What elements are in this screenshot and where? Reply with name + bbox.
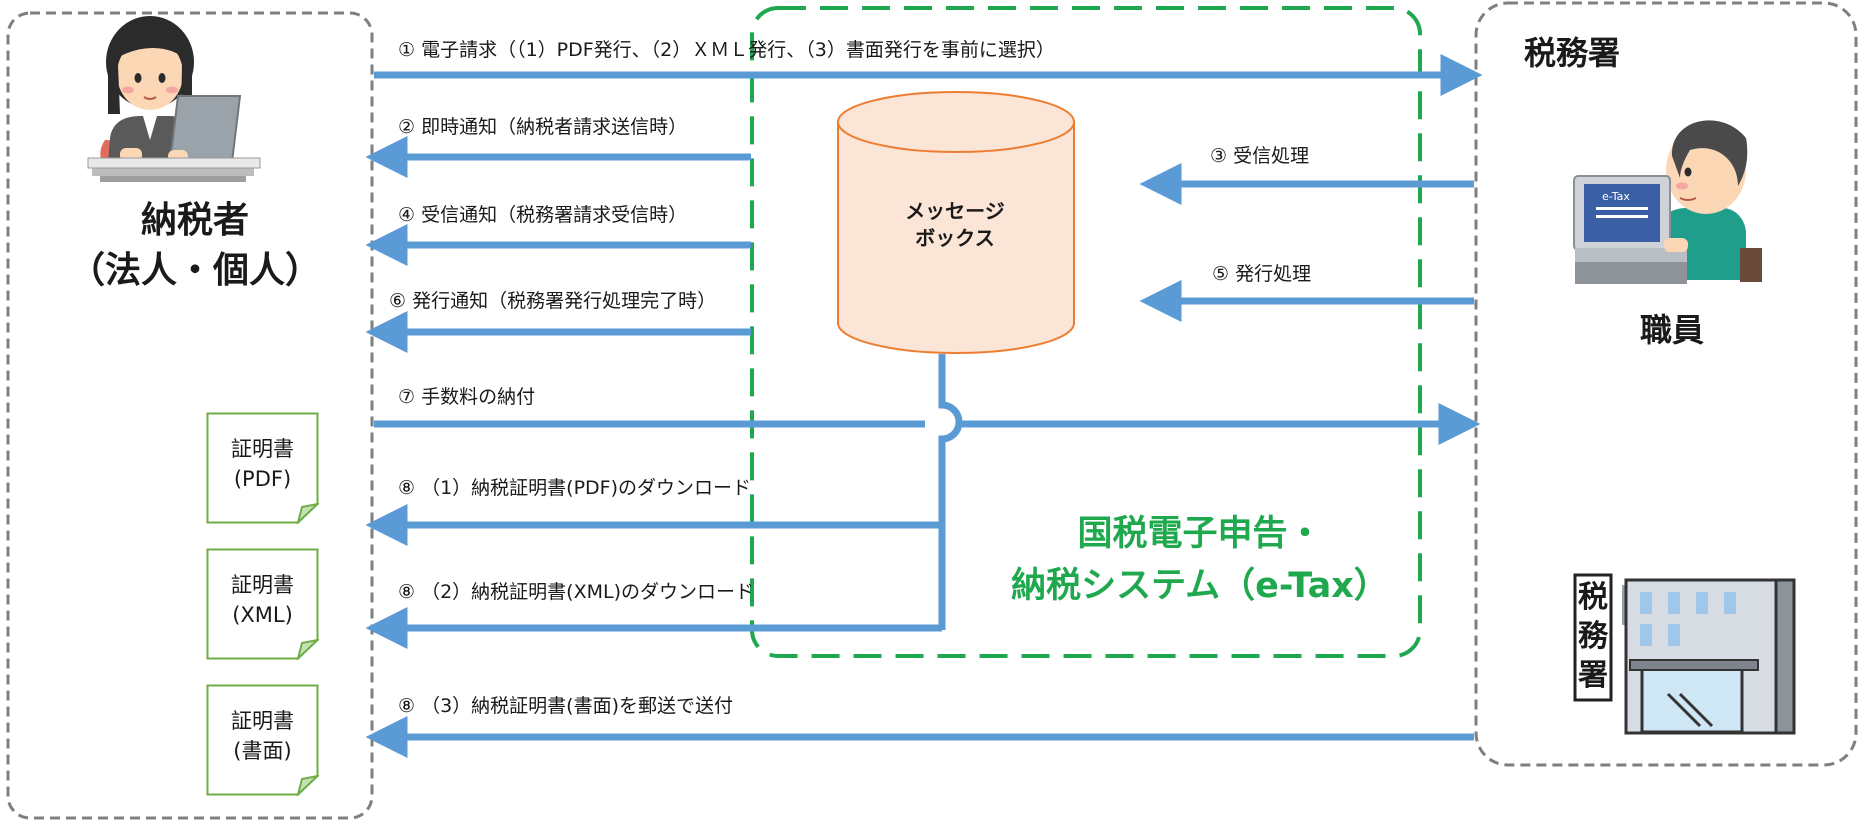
flow-label-7: ⑦ 手数料の納付 bbox=[398, 386, 536, 408]
flow-label-8-3: ⑧ （3）納税証明書(書面)を郵送で送付 bbox=[398, 695, 733, 717]
flow-label-5: ⑤ 発行処理 bbox=[1212, 263, 1312, 285]
taxpayer-person-illustration bbox=[87, 16, 261, 182]
tax-office-title: 税務署 bbox=[1524, 34, 1621, 72]
sign-char: 税 bbox=[1578, 580, 1608, 615]
certificate-pdf-doc: 証明書 (PDF) bbox=[206, 412, 319, 524]
flow-label-3: ③ 受信処理 bbox=[1210, 145, 1310, 167]
message-box-label: メッセージ ボックス bbox=[835, 198, 1075, 252]
message-box-label-line2: ボックス bbox=[915, 226, 995, 250]
doc-line1: 証明書 bbox=[231, 573, 294, 597]
staff-screen-label: e-Tax bbox=[1602, 190, 1630, 203]
taxpayer-title-line1: 納税者 bbox=[140, 200, 249, 241]
certificate-pdf-label: 証明書 (PDF) bbox=[206, 434, 319, 494]
doc-line2: (XML) bbox=[232, 603, 293, 627]
flow-label-4: ④ 受信通知（税務署請求受信時） bbox=[398, 204, 688, 226]
tax-office-sign: 税 務 署 bbox=[1577, 578, 1609, 695]
flow-label-8-1: ⑧ （1）納税証明書(PDF)のダウンロード bbox=[398, 477, 752, 499]
message-box-cylinder bbox=[837, 91, 1075, 354]
etax-system-label: 国税電子申告・ 納税システム（e-Tax） bbox=[985, 508, 1415, 612]
taxpayer-title: 納税者 （法人・個人） bbox=[60, 196, 330, 296]
etax-label-line1: 国税電子申告・ bbox=[1077, 514, 1323, 554]
sign-char: 務 bbox=[1578, 619, 1608, 654]
download-connector bbox=[938, 354, 963, 630]
etax-system-region bbox=[750, 6, 1422, 658]
flow-label-1: ① 電子請求（（1）PDF発行、（2）ＸＭＬ発行、（3）書面発行を事前に選択） bbox=[398, 39, 1055, 61]
certificate-paper-doc: 証明書 (書面) bbox=[206, 684, 319, 796]
flow-label-2: ② 即時通知（納税者請求送信時） bbox=[398, 116, 688, 138]
tax-office-building-illustration bbox=[1573, 573, 1796, 735]
doc-line2: (PDF) bbox=[233, 467, 292, 491]
flow-arrows bbox=[365, 54, 1483, 758]
flow-label-8-2: ⑧ （2）納税証明書(XML)のダウンロード bbox=[398, 581, 754, 603]
tax-office-region bbox=[1474, 1, 1858, 767]
staff-label: 職員 bbox=[1640, 311, 1705, 349]
doc-line1: 証明書 bbox=[231, 437, 294, 461]
certificate-paper-label: 証明書 (書面) bbox=[206, 706, 319, 766]
certificate-xml-label: 証明書 (XML) bbox=[206, 570, 319, 630]
etax-label-line2: 納税システム（e-Tax） bbox=[1011, 566, 1389, 606]
staff-person-illustration bbox=[1573, 120, 1762, 284]
certificate-xml-doc: 証明書 (XML) bbox=[206, 548, 319, 660]
sign-char: 署 bbox=[1578, 658, 1608, 693]
doc-line1: 証明書 bbox=[231, 709, 294, 733]
taxpayer-region bbox=[6, 11, 374, 820]
taxpayer-title-line2: （法人・個人） bbox=[68, 250, 321, 291]
flow-label-6: ⑥ 発行通知（税務署発行処理完了時） bbox=[389, 290, 717, 312]
doc-line2: (書面) bbox=[233, 739, 292, 763]
message-box-label-line1: メッセージ bbox=[905, 199, 1005, 223]
